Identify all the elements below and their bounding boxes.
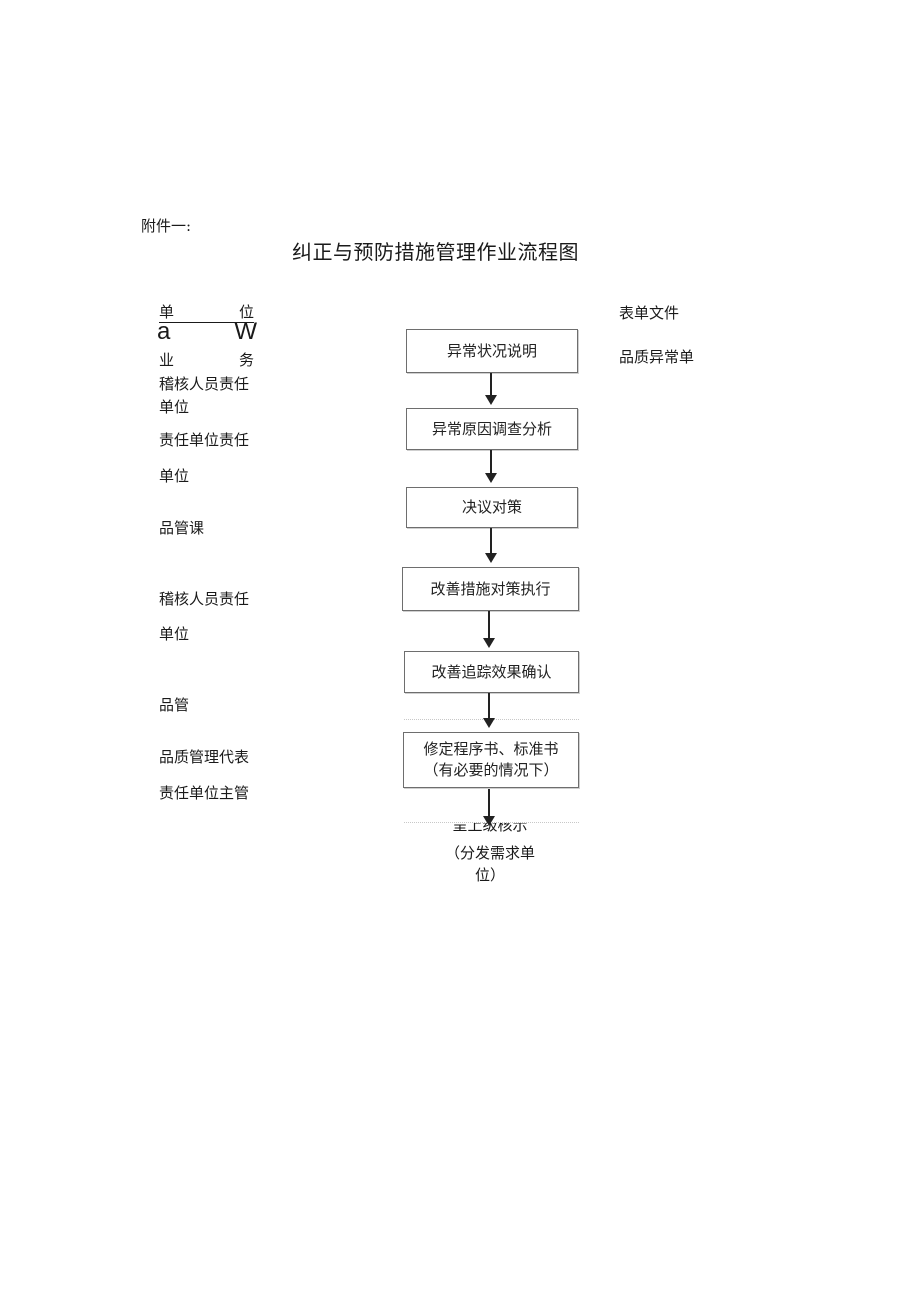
flow-step-4: 改善措施对策执行	[402, 567, 579, 611]
unit-auditor-2-cont: 单位	[159, 625, 190, 643]
unit-auditor-1-cont: 单位	[159, 398, 190, 416]
flow-step-3: 决议对策	[406, 487, 578, 528]
unit-responsible: 责任单位责任	[159, 431, 250, 449]
flow-step-6-line-1: 修定程序书、标准书	[423, 740, 559, 758]
unit-responsible-cont: 单位	[159, 467, 190, 485]
flow-step-5-label: 改善追踪效果确认	[431, 662, 552, 681]
flow-arrow-4	[482, 611, 496, 648]
business-char-2: 务	[238, 351, 254, 369]
flow-final-line-3: 位）	[474, 866, 505, 884]
unit-column-header: 单 位	[159, 301, 254, 323]
business-char-1: 业	[159, 351, 175, 369]
flow-final-line-2: （分发需求单	[444, 844, 535, 862]
flow-step-2: 异常原因调查分析	[406, 408, 578, 450]
garbled-a: a	[157, 318, 171, 345]
flow-step-5: 改善追踪效果确认	[404, 651, 579, 693]
page-title: 纠正与预防措施管理作业流程图	[292, 240, 579, 264]
unit-quality-rep: 品质管理代表	[159, 748, 250, 766]
flow-step-1-label: 异常状况说明	[446, 341, 537, 360]
flow-arrow-6	[482, 789, 496, 826]
attachment-label: 附件一:	[141, 217, 192, 235]
flow-arrow-2	[484, 450, 498, 483]
flow-arrow-5	[482, 693, 496, 728]
flow-final-partial-text: 呈上级核示	[452, 823, 528, 834]
unit-qc-section: 品管课	[159, 519, 205, 537]
unit-responsible-head: 责任单位主管	[159, 784, 250, 802]
flow-final-clipped: 呈上级核示	[430, 823, 550, 835]
flow-step-2-label: 异常原因调查分析	[431, 419, 552, 438]
flow-step-6-line-2: （有必要的情况下）	[423, 761, 559, 779]
flow-step-6: 修定程序书、标准书 （有必要的情况下）	[403, 732, 579, 788]
garbled-w: W	[234, 318, 257, 345]
flow-arrow-3	[484, 528, 498, 563]
garbled-aw-row: a W	[157, 318, 257, 346]
flow-step-3-label: 决议对策	[461, 498, 522, 516]
unit-qc: 品管	[159, 696, 190, 714]
unit-header-char-2: 位	[238, 303, 254, 321]
flow-step-4-label: 改善措施对策执行	[430, 579, 551, 598]
forms-column-header: 表单文件	[619, 304, 680, 322]
flow-step-1: 异常状况说明	[406, 329, 578, 373]
unit-auditor-2: 稽核人员责任	[159, 590, 250, 608]
flow-arrow-1	[484, 373, 498, 405]
unit-auditor-1: 稽核人员责任	[159, 375, 250, 393]
form-quality-abnormal: 品质异常单	[619, 348, 695, 366]
business-row: 业 务	[159, 349, 254, 370]
unit-header-char-1: 单	[159, 303, 175, 321]
